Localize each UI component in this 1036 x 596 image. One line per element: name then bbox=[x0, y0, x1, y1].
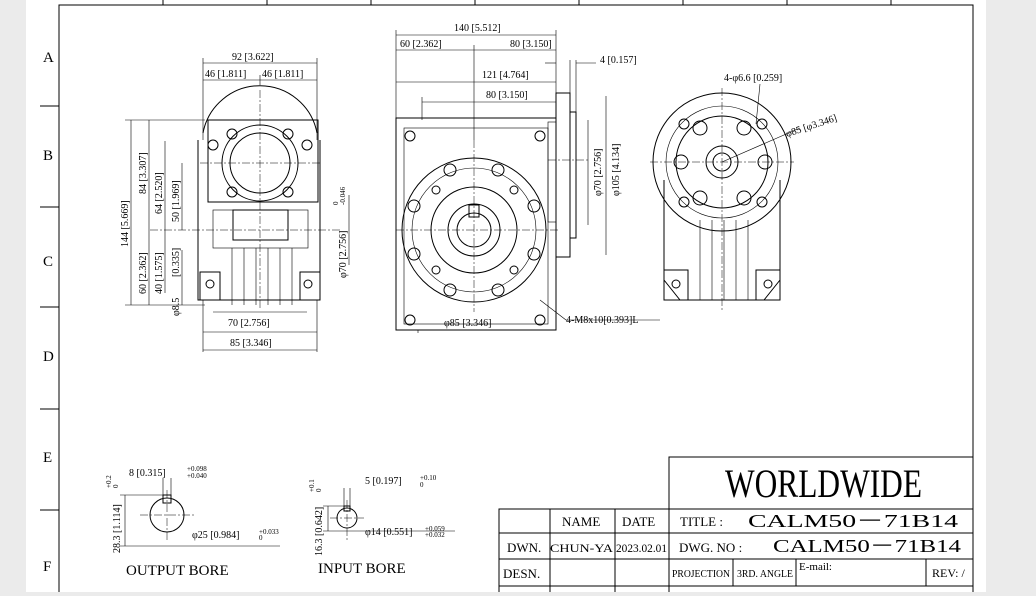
zone-letter: B bbox=[43, 148, 53, 164]
dwg-value: CALM50－71B14 bbox=[773, 536, 961, 556]
projection-label: PROJECTION bbox=[672, 568, 730, 580]
tol-lower: -0.046 bbox=[339, 186, 347, 205]
top-zone-ticks bbox=[162, 0, 892, 5]
output-dia-tol: 0 bbox=[259, 534, 263, 542]
dim-width-92: 92 [3.622] bbox=[232, 52, 274, 63]
input-key-tol: 0 bbox=[420, 481, 424, 489]
rev-label: REV: / bbox=[932, 566, 965, 580]
dim-spigot-70: φ70 [2.756] bbox=[338, 231, 349, 278]
tol-upper: 0 bbox=[332, 201, 340, 205]
title-label: TITLE : bbox=[680, 514, 723, 529]
dim-width-80: 80 [3.150] bbox=[486, 90, 528, 101]
input-key-dim: 5 [0.197] bbox=[365, 476, 402, 487]
input-height-tol: +0.1 bbox=[308, 479, 316, 492]
left-zone-ticks bbox=[40, 105, 59, 511]
output-key-dim: 8 [0.315] bbox=[129, 468, 166, 479]
zone-letter: D bbox=[43, 349, 54, 365]
input-key-tol: +0.10 bbox=[420, 474, 437, 482]
dwn-date: 2023.02.01 bbox=[616, 541, 667, 555]
output-bore-label: OUTPUT BORE bbox=[126, 563, 229, 579]
dwn-label: DWN. bbox=[507, 540, 541, 555]
input-dia-tol: +0.059 bbox=[425, 525, 445, 533]
output-dia-dim: φ25 [0.984] bbox=[192, 530, 239, 541]
zone-letters: A B C D E F bbox=[43, 50, 54, 575]
dim-width-140: 140 [5.512] bbox=[454, 23, 501, 34]
dim-height-60: 60 [2.362] bbox=[138, 252, 149, 294]
dim-thread: 4-M8x10[0.393]L bbox=[566, 315, 639, 326]
paper bbox=[26, 0, 986, 592]
name-header: NAME bbox=[562, 514, 600, 529]
title-block: WORLDWIDE NAME DATE DWN. CHUN-YA 2023.02… bbox=[498, 456, 974, 596]
input-dia-dim: φ14 [0.551] bbox=[365, 527, 412, 538]
date-header: DATE bbox=[622, 514, 655, 529]
zone-letter: F bbox=[43, 559, 51, 575]
input-height-dim: 16.3 [0.642] bbox=[314, 507, 325, 556]
dim-width-121: 121 [4.764] bbox=[482, 70, 529, 81]
zone-letter: E bbox=[43, 450, 52, 466]
dim-height-84: 84 [3.307] bbox=[138, 152, 149, 194]
dim-width-60: 60 [2.362] bbox=[400, 39, 442, 50]
dim-pcd-85: φ85 [3.346] bbox=[444, 318, 491, 329]
dim-hole-8-5: φ8.5 bbox=[171, 298, 182, 316]
email-label: E-mail: bbox=[799, 561, 832, 573]
dim-width-80: 80 [3.150] bbox=[510, 39, 552, 50]
front-view: 140 [5.512] 60 [2.362] 80 [3.150] 4 [0.1… bbox=[395, 23, 660, 333]
output-bore: 8 [0.315] +0.098 +0.040 28.3 [1.114] +0.… bbox=[105, 465, 280, 579]
dim-height-50: 50 [1.969] bbox=[171, 180, 182, 222]
side-view: 92 [3.622] 46 [1.811] 46 [1.811] 70 [2.7… bbox=[120, 52, 350, 352]
dim-width-46: 46 [1.811] bbox=[205, 69, 246, 80]
company-name: WORLDWIDE bbox=[725, 461, 922, 506]
desn-label: DESN. bbox=[503, 566, 540, 581]
dim-width-85: 85 [3.346] bbox=[230, 338, 272, 349]
zone-letter: A bbox=[43, 50, 54, 66]
output-height-tol: 0 bbox=[112, 484, 120, 488]
input-bore: 5 [0.197] +0.10 0 16.3 [0.642] +0.1 0 φ1… bbox=[308, 474, 455, 577]
dim-width-4: 4 [0.157] bbox=[600, 55, 637, 66]
input-bore-label: INPUT BORE bbox=[318, 561, 406, 577]
drawing-border bbox=[58, 4, 974, 596]
zone-letter: C bbox=[43, 254, 53, 270]
output-key-tol: +0.040 bbox=[187, 472, 207, 480]
dwg-label: DWG. NO : bbox=[679, 540, 742, 555]
dim-flange-105: φ105 [4.134] bbox=[611, 144, 622, 196]
title-value: CALM50－71B14 bbox=[748, 511, 958, 531]
dim-height-0335: [0.335] bbox=[171, 248, 182, 277]
output-height-dim: 28.3 [1.114] bbox=[112, 504, 123, 553]
dwn-name: CHUN-YA bbox=[550, 541, 613, 555]
input-dia-tol: +0.032 bbox=[425, 531, 445, 539]
dim-width-70: 70 [2.756] bbox=[228, 318, 270, 329]
angle-label: 3RD. ANGLE bbox=[737, 568, 793, 580]
input-height-tol: 0 bbox=[315, 488, 323, 492]
dim-width-46: 46 [1.811] bbox=[262, 69, 303, 80]
output-key-tol: +0.098 bbox=[187, 465, 207, 473]
dim-height-40: 40 [1.575] bbox=[154, 252, 165, 294]
output-dia-tol: +0.033 bbox=[259, 528, 279, 536]
dim-spigot-70: φ70 [2.756] bbox=[593, 149, 604, 196]
dim-height-64: 64 [2.520] bbox=[154, 172, 165, 214]
output-height-tol: +0.2 bbox=[105, 475, 113, 488]
dim-rear-holes: 4-φ6.6 [0.259] bbox=[724, 73, 782, 84]
dim-height-144: 144 [5.669] bbox=[120, 200, 131, 247]
